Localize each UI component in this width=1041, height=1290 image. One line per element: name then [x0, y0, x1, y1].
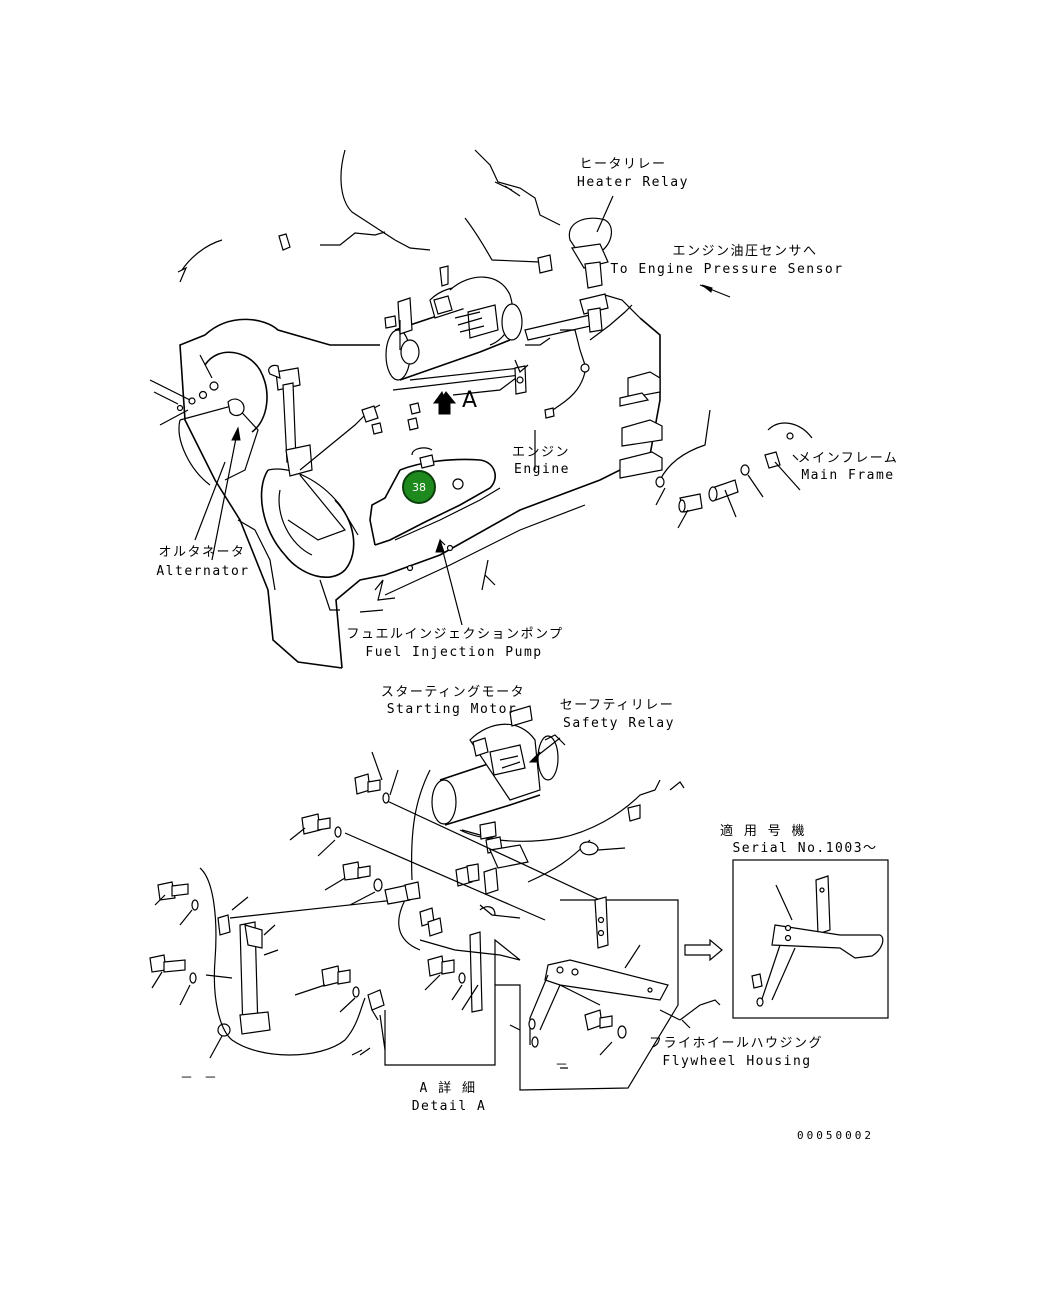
dash-mark-left: － －	[180, 1071, 219, 1086]
detail-a-view	[149, 705, 889, 1091]
engine-pressure-label-en: To Engine Pressure Sensor	[610, 262, 844, 277]
detail-arrow-letter: A	[462, 388, 479, 413]
detail-label-jp: A 詳 細	[419, 1081, 477, 1096]
part-callout-38[interactable]: 38	[402, 470, 436, 504]
serial-label-jp: 適 用 号 機	[720, 824, 806, 839]
main-frame-label-jp: メインフレーム	[797, 451, 899, 466]
engine-label-jp: エンジン	[511, 445, 571, 460]
drawing-number: 00050002	[797, 1129, 874, 1142]
starting-motor-label-en: Starting Motor	[386, 702, 518, 717]
serial-label-en: Serial No.1003～	[732, 841, 878, 856]
heater-relay-label-jp: ヒータリレー	[579, 157, 667, 172]
alternator-label-en: Alternator	[156, 564, 250, 579]
heater-relay-label-en: Heater Relay	[577, 175, 689, 190]
flywheel-label-en: Flywheel Housing	[662, 1054, 812, 1069]
safety-relay-label-en: Safety Relay	[563, 716, 675, 731]
main-frame-label-en: Main Frame	[801, 468, 895, 483]
engine-pressure-label-jp: エンジン油圧センサへ	[672, 244, 818, 259]
flywheel-label-jp: フライホイールハウジング	[648, 1036, 824, 1051]
engine-view	[149, 149, 813, 669]
starting-motor-label-jp: スターティングモータ	[380, 685, 526, 700]
detail-label-en: Detail A	[411, 1099, 487, 1114]
dash-mark-small: －	[555, 1058, 570, 1073]
alternator-label-jp: オルタネータ	[158, 545, 246, 560]
fuel-pump-label-jp: フュエルインジェクションポンプ	[346, 627, 564, 642]
safety-relay-label-jp: セーフティリレー	[559, 698, 675, 713]
fuel-pump-label-en: Fuel Injection Pump	[365, 645, 543, 660]
engine-label-en: Engine	[514, 462, 570, 477]
